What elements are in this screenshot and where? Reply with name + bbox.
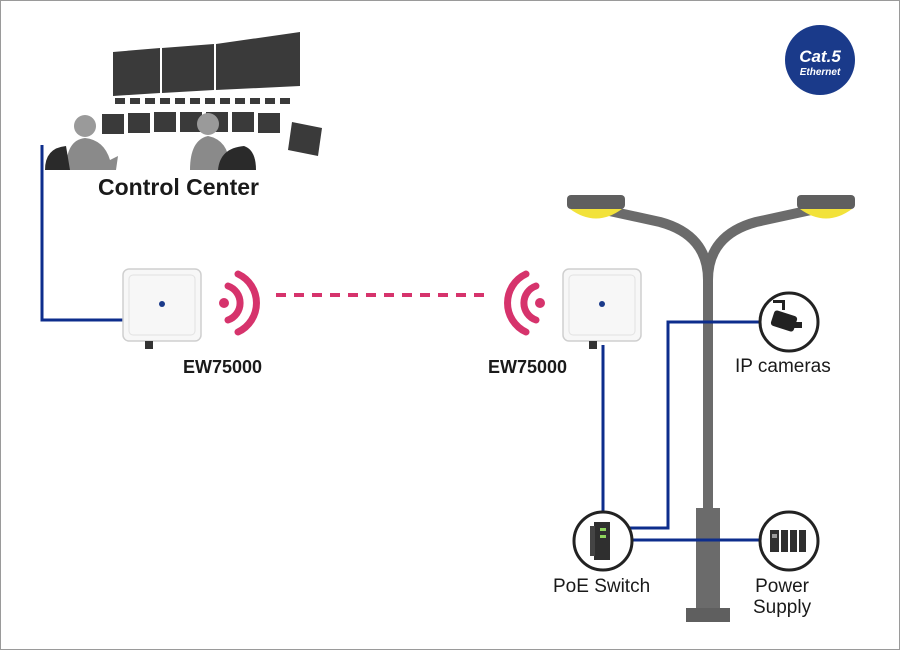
ap-left-label: EW75000 (183, 357, 263, 377)
wifi-signal-icon (219, 270, 260, 336)
ethernet-badge-icon: Cat.5 Ethernet (785, 25, 855, 95)
ip-cameras-label: IP cameras (735, 356, 831, 377)
poe-switch-label: PoE Switch (553, 576, 651, 597)
ip-camera-icon (758, 291, 820, 353)
power-supply-icon (758, 510, 820, 572)
poe-switch-icon (572, 510, 634, 572)
badge-main-text: Cat.5 (799, 47, 841, 66)
control-room-icon (45, 32, 322, 170)
ethernet-cables (40, 145, 760, 542)
badge-sub-text: Ethernet (799, 67, 841, 78)
access-point-icon (562, 268, 642, 349)
ap-right-label: EW75000 (488, 357, 568, 377)
control-center-label: Control Center (98, 174, 259, 200)
wifi-signal-icon (504, 270, 545, 336)
power-supply-line1: Power (755, 576, 809, 597)
power-supply-label: Power Supply (753, 576, 811, 618)
power-supply-line2: Supply (753, 597, 812, 618)
access-point-icon (122, 268, 202, 349)
street-lamp-icon (567, 195, 855, 622)
